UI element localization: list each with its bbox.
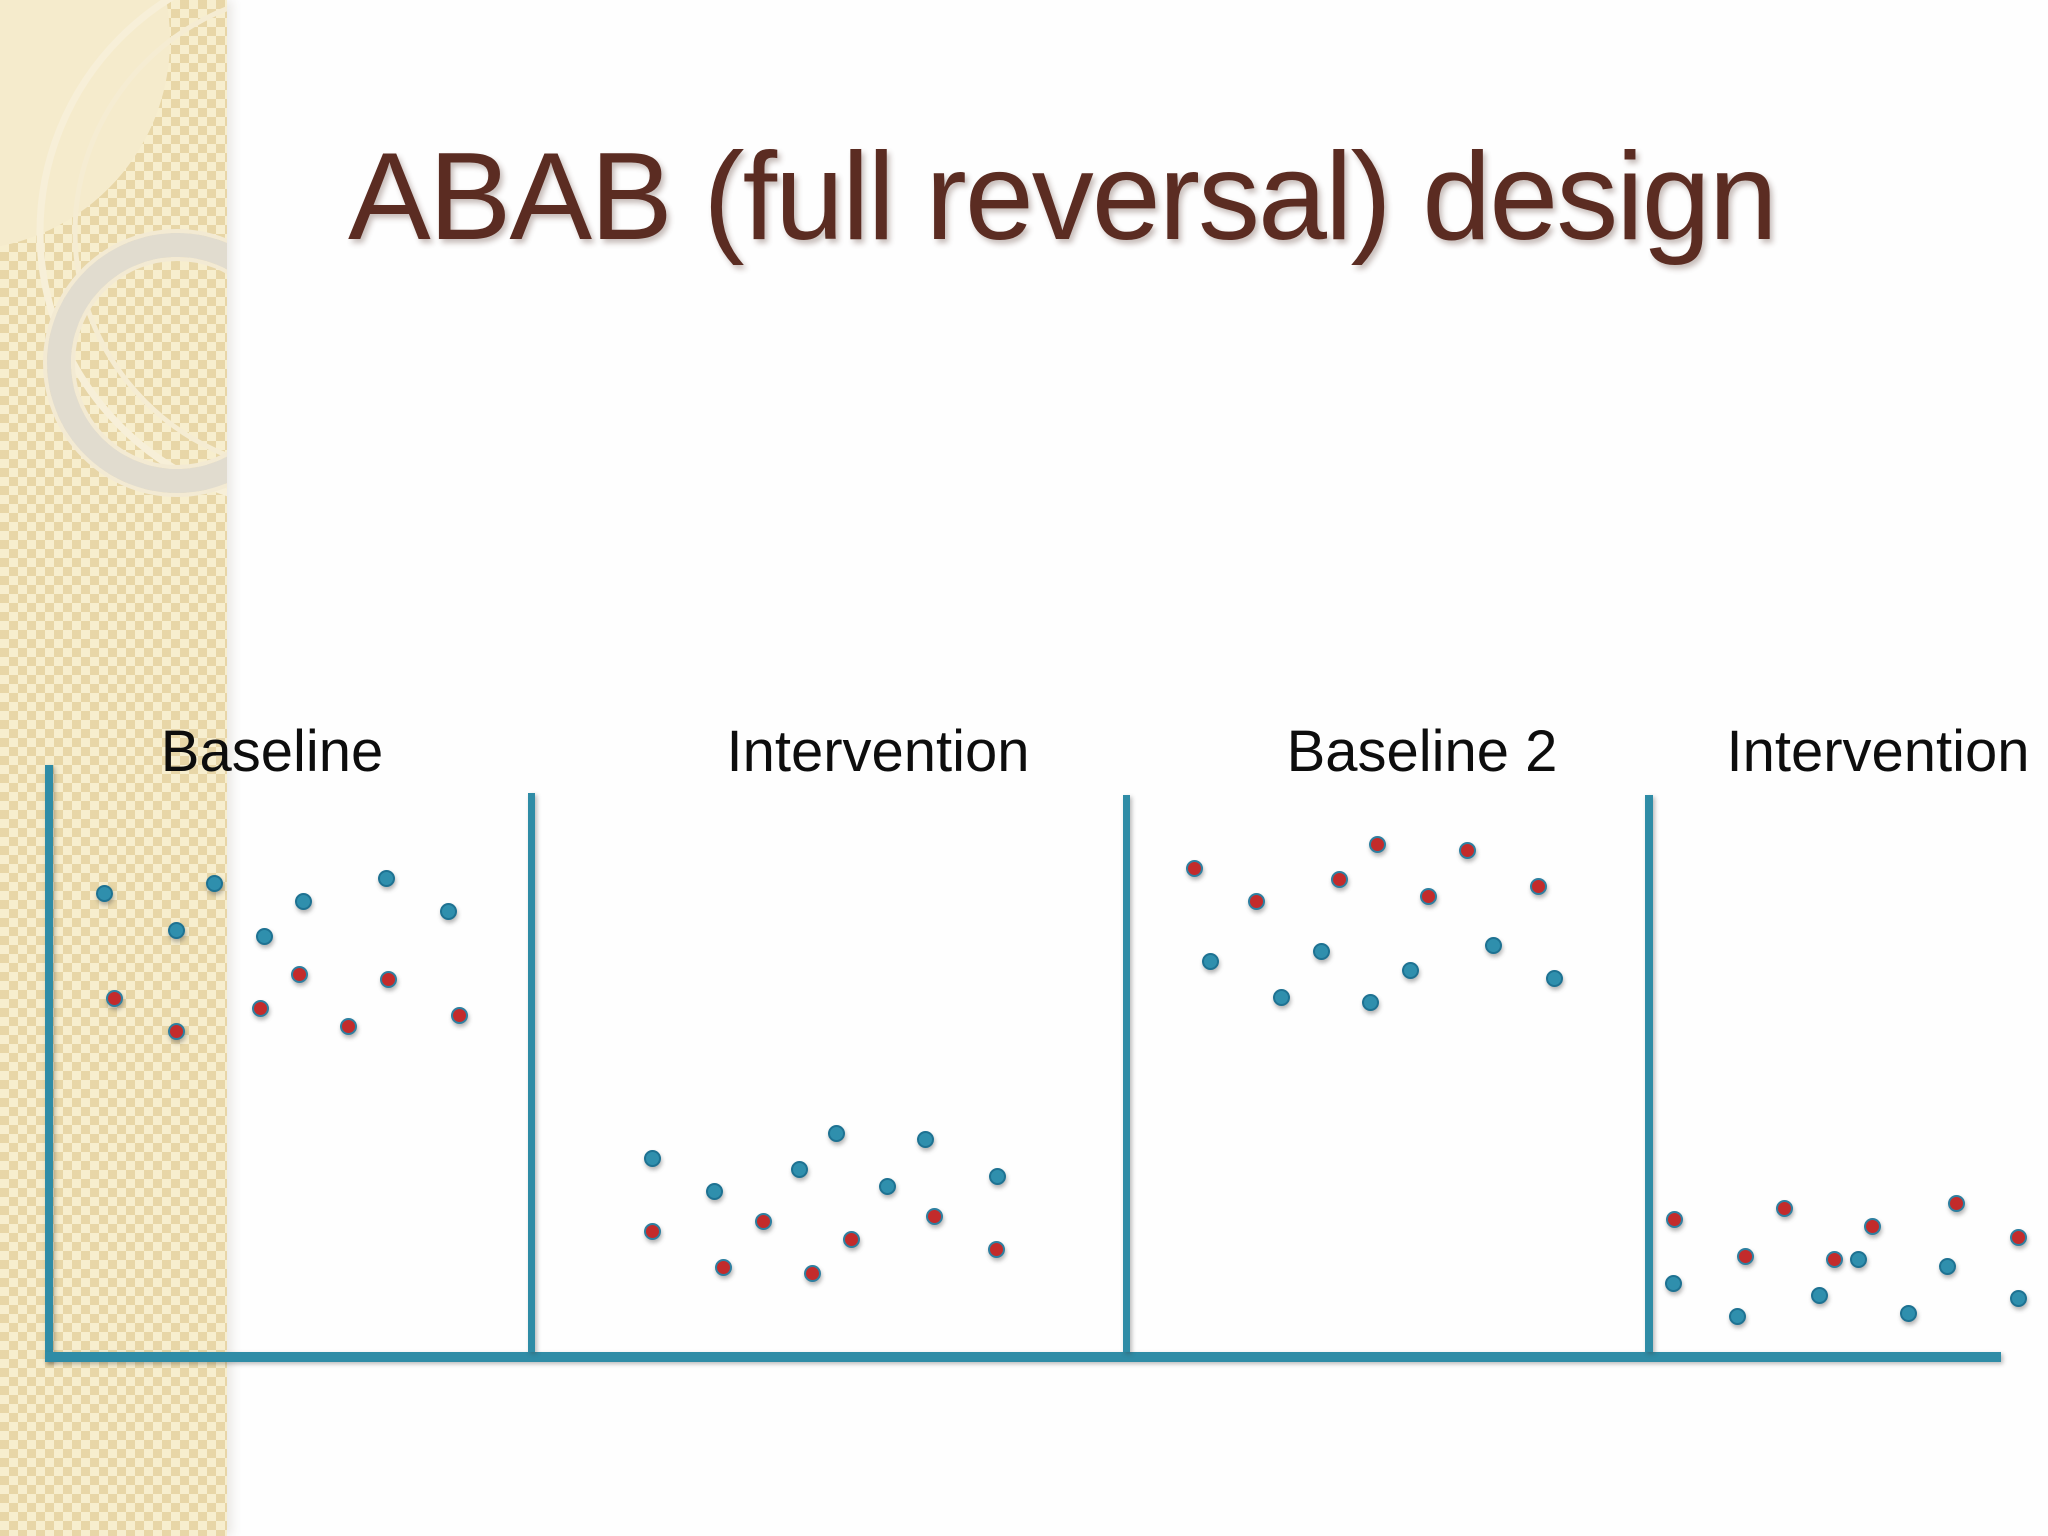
data-point <box>987 1240 1005 1258</box>
data-point <box>1272 988 1290 1006</box>
data-point <box>2009 1228 2027 1246</box>
data-point <box>754 1212 772 1230</box>
data-point <box>450 1006 468 1024</box>
data-point <box>1330 870 1348 888</box>
data-point <box>1849 1250 1867 1268</box>
data-point <box>290 965 308 983</box>
data-point <box>1545 969 1563 987</box>
data-point <box>95 884 113 902</box>
gray-ring-outline-outer <box>43 229 227 497</box>
data-point <box>167 1022 185 1040</box>
data-point <box>1664 1274 1682 1292</box>
data-point <box>803 1264 821 1282</box>
data-point <box>379 970 397 988</box>
phase-divider-line-2 <box>1123 795 1130 1352</box>
phase-label-2: Intervention <box>726 719 1030 784</box>
data-point <box>105 989 123 1007</box>
data-point <box>1775 1199 1793 1217</box>
thin-ring-outer <box>36 0 227 497</box>
data-point <box>714 1258 732 1276</box>
data-point <box>1938 1257 1956 1275</box>
data-point <box>167 921 185 939</box>
data-point <box>1529 877 1547 895</box>
data-point <box>878 1177 896 1195</box>
gray-ring-outline-inner <box>71 257 227 469</box>
data-point <box>205 874 223 892</box>
data-point <box>705 1182 723 1200</box>
data-point <box>294 892 312 910</box>
data-point <box>251 999 269 1017</box>
data-point <box>1368 835 1386 853</box>
thin-ring-inner <box>72 6 227 458</box>
decorative-circles <box>0 0 227 497</box>
slide-title: ABAB (full reversal) design <box>348 128 1778 266</box>
data-point <box>1947 1194 1965 1212</box>
data-point <box>925 1207 943 1225</box>
data-point <box>1484 936 1502 954</box>
data-point <box>1810 1286 1828 1304</box>
phase-label-3: Baseline 2 <box>1286 719 1558 784</box>
gray-ring <box>47 233 227 493</box>
phase-divider-line-1 <box>528 793 535 1352</box>
y-axis-line <box>45 765 53 1362</box>
data-point <box>1185 859 1203 877</box>
x-axis-line <box>45 1352 2001 1362</box>
phase-divider-line-3 <box>1645 795 1653 1352</box>
data-point <box>255 927 273 945</box>
data-point <box>643 1149 661 1167</box>
data-point <box>439 902 457 920</box>
data-point <box>1312 942 1330 960</box>
data-point <box>1201 952 1219 970</box>
data-point <box>339 1017 357 1035</box>
data-point <box>1825 1250 1843 1268</box>
data-point <box>916 1130 934 1148</box>
data-point <box>2009 1289 2027 1307</box>
phase-label-1: Baseline <box>160 719 384 784</box>
data-point <box>377 869 395 887</box>
phase-label-4: Intervention <box>1726 719 2030 784</box>
data-point <box>1863 1217 1881 1235</box>
data-point <box>842 1230 860 1248</box>
data-point <box>988 1167 1006 1185</box>
data-point <box>1247 892 1265 910</box>
data-point <box>1899 1304 1917 1322</box>
data-point <box>1401 961 1419 979</box>
data-point <box>643 1222 661 1240</box>
sidebar-decoration <box>0 0 227 1536</box>
data-point <box>1458 841 1476 859</box>
data-point <box>1736 1247 1754 1265</box>
data-point <box>1419 887 1437 905</box>
data-point <box>1361 993 1379 1011</box>
data-point <box>1665 1210 1683 1228</box>
data-point <box>1728 1307 1746 1325</box>
data-point <box>790 1160 808 1178</box>
data-point <box>827 1124 845 1142</box>
